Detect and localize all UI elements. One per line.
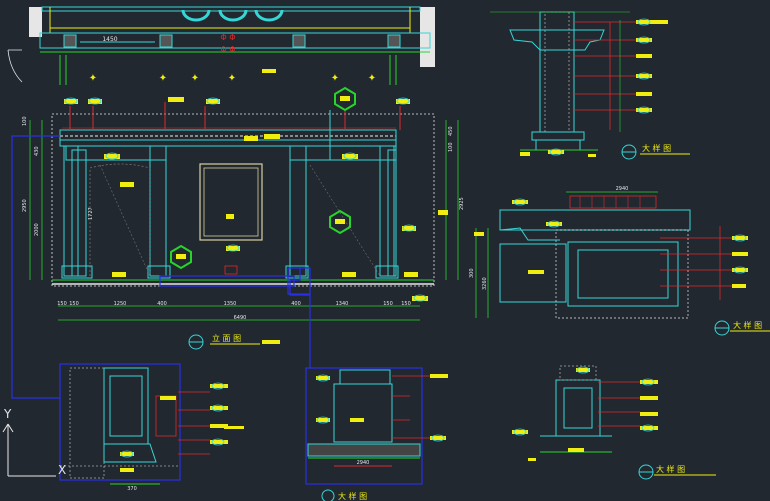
dim-bottom-7: 150 — [383, 301, 393, 307]
dim-bottom-5: 400 — [291, 301, 301, 307]
dim-detail-right: 3260 — [482, 277, 488, 290]
dim-bottom-1: 150 — [69, 301, 79, 307]
svg-text:✦: ✦ — [191, 73, 199, 84]
elevation-title: 立 面 图 — [212, 333, 241, 343]
dim-right-1: 100 — [448, 142, 454, 152]
dim-left-3: 2950 — [22, 199, 28, 212]
tag-leader-dots — [64, 18, 747, 458]
main-elevation: 150 150 1250 400 1350 400 1340 150 150 6… — [22, 102, 465, 350]
svg-text:✦: ✦ — [331, 73, 339, 84]
svg-text:✦: ✦ — [228, 73, 236, 84]
dim-right-2: 2925 — [459, 197, 465, 210]
detail-title-top: 大 样 图 — [642, 143, 671, 153]
dim-bottom-8: 150 — [401, 301, 411, 307]
dim-bottom-3: 400 — [157, 301, 167, 307]
dim-bottom-center-detail: 2940 — [357, 460, 370, 466]
detail-bottom-right: 大 样 图 — [540, 365, 716, 480]
dim-bottom-4: 1350 — [224, 301, 237, 307]
svg-text:Φ Φ: Φ Φ — [220, 33, 235, 42]
detail-section-middle: 2940 300 3260 大 样 图 — [469, 186, 770, 336]
dim-1450-label: 1450 — [102, 36, 117, 43]
ucs-y-label: Y — [3, 407, 12, 421]
dim-detail-2940: 2940 — [616, 186, 629, 192]
detail-title-bottom-center: 大 样 图 — [338, 491, 367, 501]
top-partial-detail: 1450 Φ Φ Φ Φ ✦ ✦ ✦ ✦ ✦ ✦ — [7, 6, 435, 85]
dim-bottom-2: 1250 — [114, 301, 127, 307]
dim-right-0: 450 — [448, 126, 454, 136]
detail-capital: 大 样 图 — [490, 11, 690, 160]
dim-bottom-left-detail: 370 — [127, 486, 137, 492]
ucs-axis-icon: Y X — [2, 407, 66, 477]
svg-text:✦: ✦ — [159, 73, 167, 84]
ucs-x-label: X — [58, 463, 66, 477]
dim-overall: 6490 — [234, 315, 247, 321]
dim-center-height: 1727 — [88, 207, 94, 220]
dim-left-0: 100 — [22, 116, 28, 126]
dim-bottom-0: 150 — [57, 301, 67, 307]
section-markers[interactable] — [170, 86, 356, 270]
annotation-tags — [64, 20, 748, 472]
detail-title-mid: 大 样 图 — [733, 320, 762, 330]
section-marker-top[interactable] — [334, 86, 356, 112]
svg-text:Φ Φ: Φ Φ — [220, 45, 235, 54]
dim-left-2: 2000 — [34, 223, 40, 236]
callout-lines — [11, 135, 423, 485]
section-marker-left[interactable] — [170, 244, 192, 270]
dim-bottom-6: 1340 — [336, 301, 349, 307]
section-marker-right[interactable] — [329, 209, 351, 235]
detail-title-bottom-right: 大 样 图 — [656, 464, 685, 474]
dim-detail-left: 300 — [469, 268, 475, 278]
svg-text:✦: ✦ — [368, 73, 376, 84]
dim-left-1: 430 — [34, 146, 40, 156]
detail-bottom-center: 2940 大 样 图 — [307, 369, 430, 501]
svg-text:✦: ✦ — [89, 73, 97, 84]
